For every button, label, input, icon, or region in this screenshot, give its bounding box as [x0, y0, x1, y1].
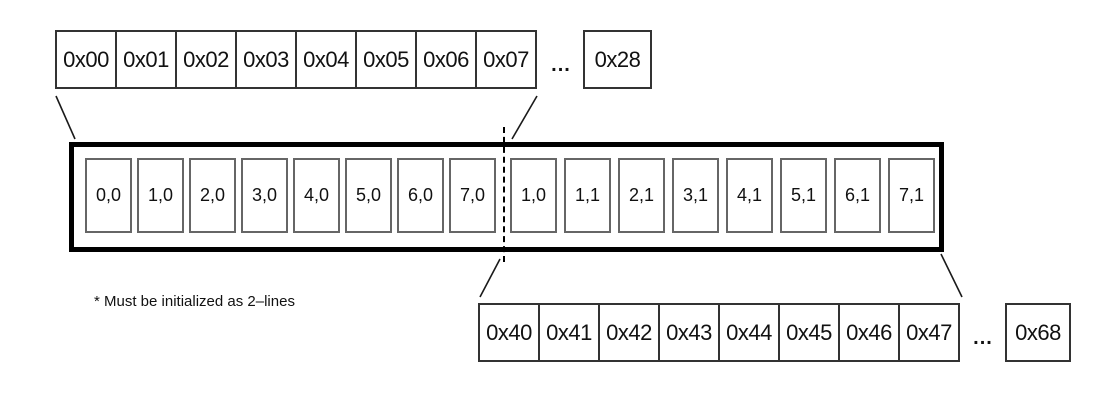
bottom-address-cell: 0x43	[658, 303, 720, 362]
cache-cell: 1,0	[137, 158, 184, 233]
top-address-cell: 0x05	[355, 30, 417, 89]
top-address-cell: 0x04	[295, 30, 357, 89]
top-address-cell: 0x02	[175, 30, 237, 89]
bottom-address-cell: 0x40	[478, 303, 540, 362]
cache-cell: 2,1	[618, 158, 665, 233]
connector-bottom-right	[940, 253, 963, 298]
cache-cell: 2,0	[189, 158, 236, 233]
connector-top-left	[55, 95, 76, 140]
bottom-ellipsis: ...	[973, 327, 993, 349]
bottom-address-row: 0x40 0x41 0x42 0x43 0x44 0x45 0x46 0x47	[478, 303, 960, 362]
cache-cell: 6,0	[397, 158, 444, 233]
line-divider-dashed	[503, 127, 505, 262]
bottom-address-cell: 0x42	[598, 303, 660, 362]
cache-cell: 1,0	[510, 158, 557, 233]
cache-cell: 1,1	[564, 158, 611, 233]
top-address-cell: 0x06	[415, 30, 477, 89]
top-ellipsis: ...	[551, 54, 571, 76]
cache-cell: 4,1	[726, 158, 773, 233]
cache-way-0-group: 0,0 1,0 2,0 3,0 4,0 5,0 6,0 7,0	[85, 158, 496, 233]
cache-cell: 5,1	[780, 158, 827, 233]
bottom-address-cell: 0x41	[538, 303, 600, 362]
top-address-cell: 0x07	[475, 30, 537, 89]
footnote-text: * Must be initialized as 2–lines	[94, 293, 295, 310]
bottom-address-cell: 0x44	[718, 303, 780, 362]
cache-cell: 7,0	[449, 158, 496, 233]
bottom-address-cell: 0x46	[838, 303, 900, 362]
bottom-address-cell: 0x45	[778, 303, 840, 362]
top-address-cell: 0x01	[115, 30, 177, 89]
connector-top-right	[511, 95, 538, 140]
cache-cell: 6,1	[834, 158, 881, 233]
cache-frame: 0,0 1,0 2,0 3,0 4,0 5,0 6,0 7,0 1,0 1,1 …	[69, 142, 944, 252]
cache-cell: 3,0	[241, 158, 288, 233]
cache-cell: 7,1	[888, 158, 935, 233]
cache-cell: 5,0	[345, 158, 392, 233]
top-address-row: 0x00 0x01 0x02 0x03 0x04 0x05 0x06 0x07	[55, 30, 537, 89]
cache-way-1-group: 1,0 1,1 2,1 3,1 4,1 5,1 6,1 7,1	[510, 158, 935, 233]
cache-cell: 0,0	[85, 158, 132, 233]
top-address-cell: 0x03	[235, 30, 297, 89]
top-address-cell: 0x00	[55, 30, 117, 89]
top-extra-address-box: 0x28	[583, 30, 652, 89]
bottom-address-cell: 0x47	[898, 303, 960, 362]
cache-cell: 4,0	[293, 158, 340, 233]
connector-bottom-left	[479, 258, 501, 298]
bottom-extra-address-box: 0x68	[1005, 303, 1071, 362]
cache-cell: 3,1	[672, 158, 719, 233]
